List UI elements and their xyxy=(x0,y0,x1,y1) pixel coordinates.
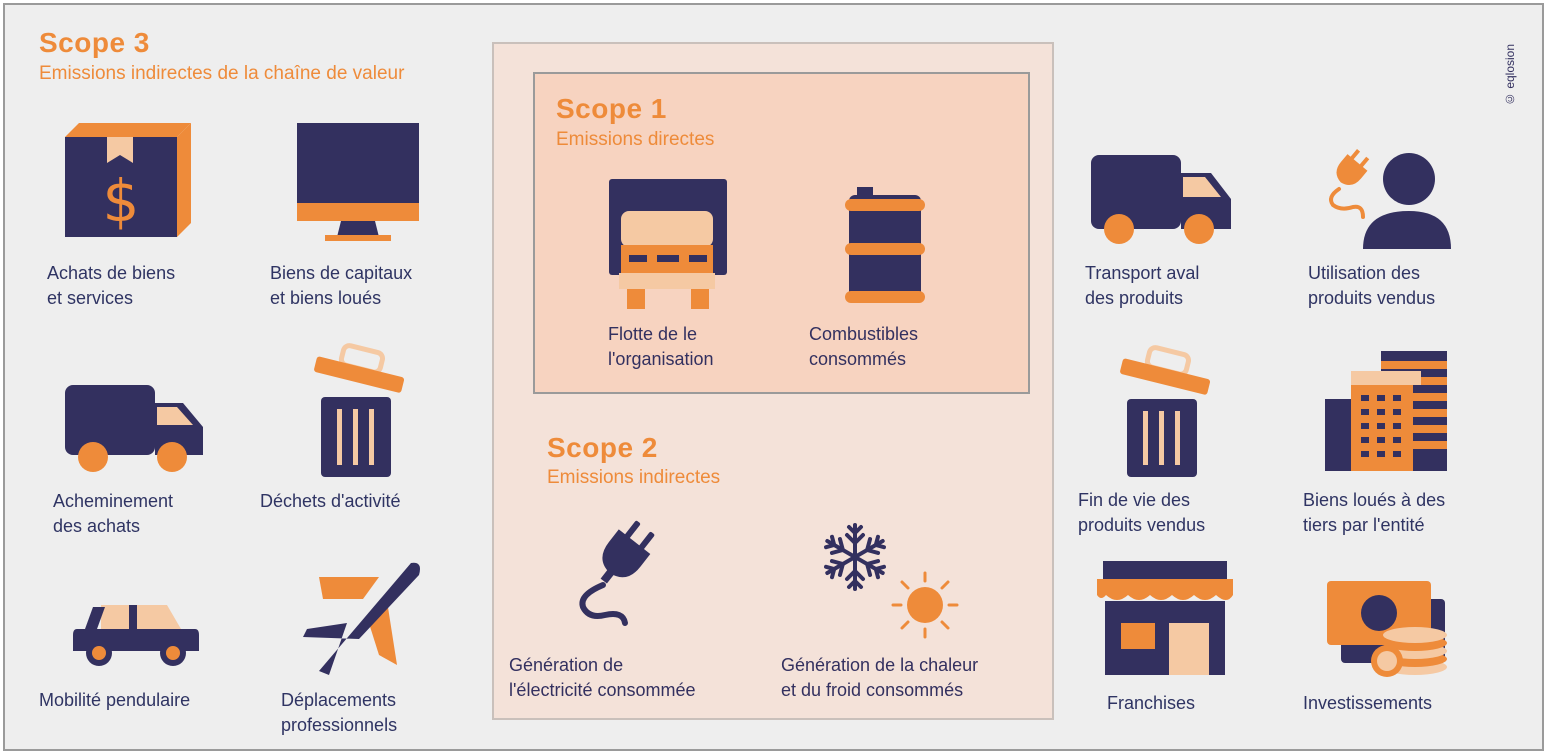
scope2-title: Scope 2 xyxy=(547,432,658,463)
scope2-label: Génération de la chaleur et du froid con… xyxy=(781,655,979,700)
trash-bin-icon xyxy=(314,343,405,477)
scope3-label: Achats de biens et services xyxy=(47,263,176,308)
truck-icon xyxy=(65,385,203,472)
snowflake-sun-icon xyxy=(824,523,959,639)
scope2-subtitle: Emissions indirectes xyxy=(547,467,721,488)
box-dollar-icon: $ xyxy=(65,123,191,237)
emissions-scopes-diagram: © eqlosion Scope 3 Emissions indirectes … xyxy=(3,3,1544,751)
user-plug-icon xyxy=(1329,149,1451,249)
scope3-label: Investissements xyxy=(1303,693,1433,713)
scope3-subtitle: Emissions indirectes de la chaîne de val… xyxy=(39,63,405,84)
scope3-label: Franchises xyxy=(1107,693,1196,713)
scope1-label: Flotte de le l'organisation xyxy=(608,324,714,369)
scope1-title: Scope 1 xyxy=(556,93,667,124)
car-icon xyxy=(73,605,199,666)
scope3-label: Acheminement des achats xyxy=(53,491,174,536)
scope3-label: Transport aval des produits xyxy=(1085,263,1200,308)
scope3-label: Utilisation des produits vendus xyxy=(1308,263,1436,308)
scope3-label: Déchets d'activité xyxy=(260,491,401,511)
scope3-label: Biens loués à des tiers par l'entité xyxy=(1303,490,1446,535)
buildings-icon xyxy=(1325,351,1447,471)
trash-bin-icon xyxy=(1120,345,1211,477)
monitor-icon xyxy=(297,123,419,241)
scope3-label: Mobilité pendulaire xyxy=(39,690,191,710)
scope2-label: Génération de l'électricité consommée xyxy=(509,655,696,700)
airplane-icon xyxy=(303,562,420,675)
scope3-label: Biens de capitaux et biens loués xyxy=(270,263,413,308)
truck-front-icon xyxy=(609,179,727,309)
scope3-label: Fin de vie des produits vendus xyxy=(1078,490,1206,535)
fuel-barrel-icon xyxy=(845,187,925,303)
truck-icon xyxy=(1091,155,1231,244)
svg-text:$: $ xyxy=(103,167,140,235)
copyright-notice: © eqlosion xyxy=(1503,43,1517,107)
scope3-title: Scope 3 xyxy=(39,27,150,58)
scope3-label: Déplacements professionnels xyxy=(281,690,398,735)
scope1-subtitle: Emissions directes xyxy=(556,129,715,150)
shop-icon xyxy=(1097,561,1233,675)
money-coins-icon xyxy=(1327,581,1447,677)
scope1-label: Combustibles consommés xyxy=(809,324,919,369)
electric-plug-icon xyxy=(579,520,655,626)
